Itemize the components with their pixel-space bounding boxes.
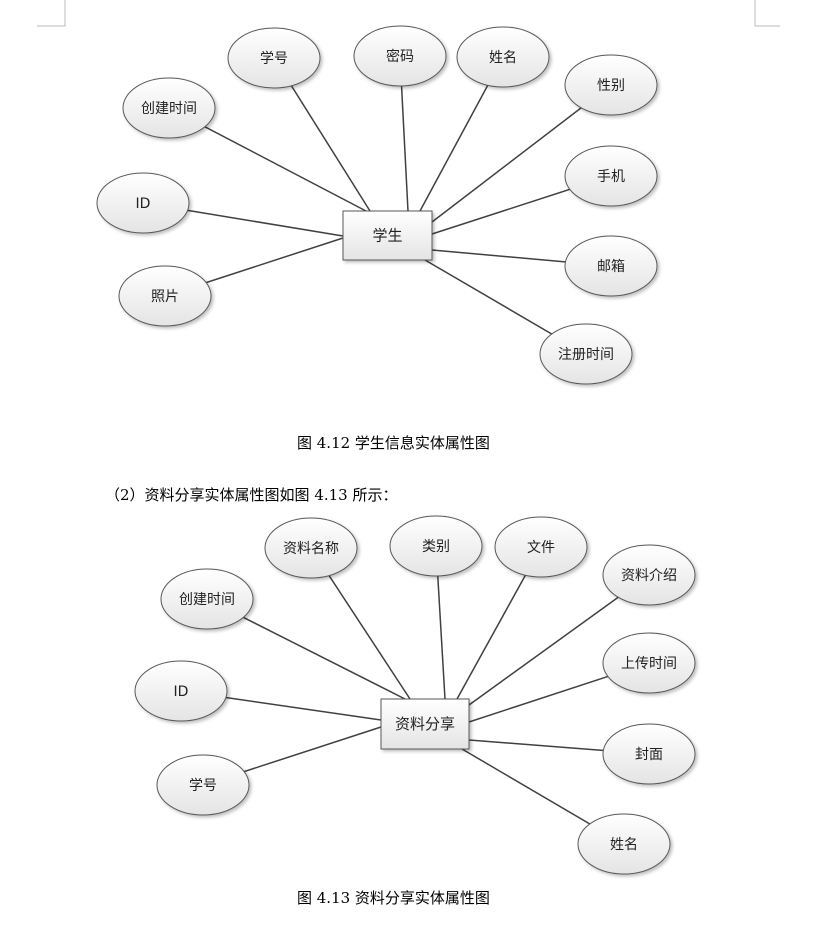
page-corner-marks [37,0,780,27]
attribute-node: 手机 [564,145,658,207]
attribute-node: 密码 [353,25,447,87]
attribute-node: 性别 [564,54,658,116]
attribute-node: 封面 [602,723,696,785]
attribute-label: 创建时间 [179,592,235,608]
attribute-label: 学号 [189,778,217,794]
attribute-label: ID [136,196,151,212]
attribute-label: 密码 [386,48,414,65]
attribute-label: 上传时间 [621,656,677,672]
attribute-label: 文件 [527,540,555,556]
attribute-label: 创建时间 [141,101,197,117]
body-paragraph: （2）资料分享实体属性图如图 4.13 所示： [105,486,398,504]
attribute-node: 资料介绍 [602,544,696,606]
attribute-label: 手机 [597,169,625,185]
attribute-node: 学号 [227,27,321,89]
figure-caption-4-12: 图 4.12 学生信息实体属性图 [297,434,490,452]
attribute-node: 邮箱 [564,235,658,297]
attribute-node: ID [134,660,228,722]
entity-label: 学生 [372,227,402,245]
attribute-node: 创建时间 [160,568,254,630]
figure-caption-4-13: 图 4.13 资料分享实体属性图 [297,889,490,907]
attribute-label: 资料介绍 [621,568,677,584]
entity-box: 学生 [342,210,433,261]
attribute-node: 资料名称 [264,517,358,579]
attribute-node: 注册时间 [539,323,633,385]
attribute-node: 文件 [494,516,588,578]
attribute-node: 上传时间 [602,632,696,694]
attribute-node: ID [96,172,190,234]
attribute-label: 资料名称 [283,541,339,557]
attribute-label: 姓名 [610,837,638,853]
attribute-node: 创建时间 [122,77,216,139]
attribute-node: 类别 [389,515,483,577]
attribute-node: 姓名 [577,813,671,875]
attribute-label: 封面 [635,747,663,763]
attribute-node: 学号 [156,754,250,816]
attribute-label: 学号 [260,51,288,67]
entity-label: 资料分享 [395,715,455,733]
attribute-label: 类别 [422,539,450,555]
attribute-node: 姓名 [456,26,550,88]
attribute-node: 照片 [118,265,212,327]
entity-box: 资料分享 [380,698,470,750]
attribute-label: ID [174,684,189,700]
attribute-label: 照片 [151,289,179,305]
attribute-label: 性别 [597,78,625,94]
attribute-label: 姓名 [489,50,517,66]
attribute-label: 邮箱 [597,259,625,275]
attribute-label: 注册时间 [558,347,614,363]
